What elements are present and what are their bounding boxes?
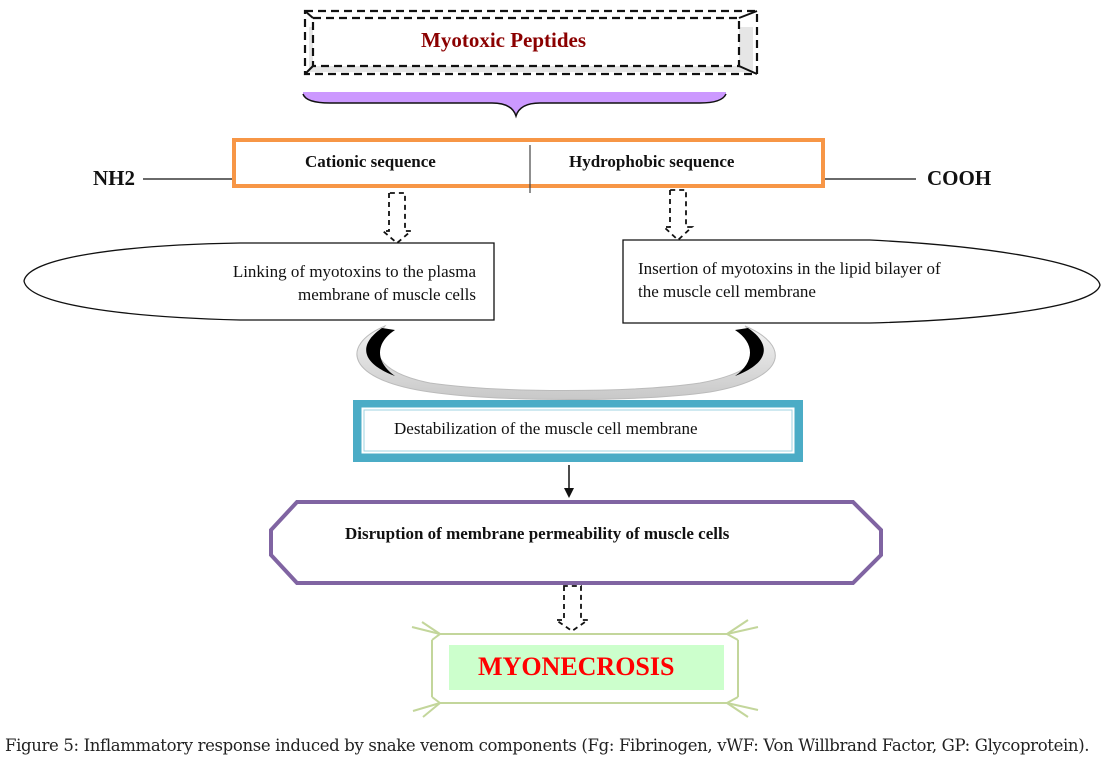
linking-text-line2: membrane of muscle cells <box>298 285 476 304</box>
title-box-inner-border <box>311 16 741 68</box>
title-box <box>303 9 759 76</box>
myonecrosis-label: MYONECROSIS <box>478 652 675 681</box>
title-box-outer-border <box>303 9 759 76</box>
figure-caption-label: Figure 5: <box>5 736 79 755</box>
dashed-arrow-cationic <box>380 192 414 245</box>
linking-callout-shape <box>23 242 495 321</box>
curly-brace <box>303 92 726 116</box>
title-box-corner <box>304 65 314 75</box>
insertion-text-line1: Insertion of myotoxins in the lipid bila… <box>638 259 941 278</box>
destabilization-inner <box>360 406 796 455</box>
dashed-arrow-hydrophobic <box>661 189 695 242</box>
insertion-callout-shape <box>622 239 1101 324</box>
cooh-label: COOH <box>927 166 992 190</box>
title-label: Myotoxic Peptides <box>421 28 587 52</box>
title-box-corner <box>304 10 314 19</box>
disruption-label: Disruption of membrane permeability of m… <box>345 524 730 543</box>
insertion-text-line2: the muscle cell membrane <box>638 282 816 301</box>
dashed-arrow-outcome <box>553 585 591 633</box>
linking-text-line1: Linking of myotoxins to the plasma <box>232 262 476 281</box>
outcome-frame <box>411 619 759 718</box>
hydrophobic-sequence-label: Hydrophobic sequence <box>569 152 735 171</box>
curly-brace-outline <box>302 93 727 119</box>
destabilization-inner-line <box>363 409 793 452</box>
figure-caption: Figure 5: Inflammatory response induced … <box>5 736 1090 755</box>
curved-ring-connector <box>356 324 776 400</box>
title-box-corner <box>738 10 758 19</box>
sequence-box <box>232 138 825 188</box>
disruption-octagon <box>269 500 883 585</box>
solid-arrow-head <box>564 488 574 498</box>
cationic-sequence-label: Cationic sequence <box>305 152 436 171</box>
figure-caption-text: Inflammatory response induced by snake v… <box>78 736 1090 755</box>
outcome-box <box>449 645 724 690</box>
nh2-label: NH2 <box>93 166 135 190</box>
title-box-corner <box>738 65 758 75</box>
destabilization-label: Destabilization of the muscle cell membr… <box>394 419 698 438</box>
